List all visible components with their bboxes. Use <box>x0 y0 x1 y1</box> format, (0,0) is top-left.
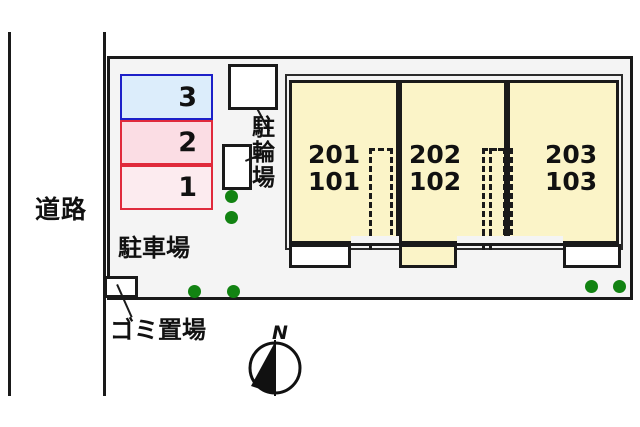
road-edge-left-line <box>8 32 11 396</box>
bicycle-parking-box-lower <box>222 144 252 190</box>
entrance-box-3 <box>563 244 621 268</box>
shrub-icon <box>188 285 201 298</box>
unit-number-103: 103 <box>545 167 598 196</box>
unit-number-203: 203 <box>545 140 598 169</box>
shrub-icon <box>613 280 626 293</box>
bicycle-parking-label: 駐輪場 <box>252 115 275 191</box>
parking-stall-3[interactable]: 3 <box>120 74 213 120</box>
building-unit-block-1[interactable] <box>289 80 399 244</box>
unit-number-102: 102 <box>409 167 462 196</box>
unit-number-201: 201 <box>308 140 361 169</box>
stair-outline-3 <box>489 148 513 244</box>
unit-label-block-3: 203 103 <box>545 141 597 195</box>
parking-stall-1[interactable]: 1 <box>120 165 213 210</box>
entrance-box-2 <box>399 244 457 268</box>
parking-stall-2-number: 2 <box>178 127 197 158</box>
road-edge-right-line <box>103 32 106 396</box>
unit-label-block-1: 201 101 <box>308 141 360 195</box>
garbage-area-label: ゴミ置場 <box>110 316 206 344</box>
road-label: 道路 <box>34 195 87 224</box>
compass-rose-icon <box>248 340 302 396</box>
building-base-notch-1 <box>351 236 399 246</box>
parking-stall-1-number: 1 <box>178 172 197 203</box>
unit-label-block-2: 202 102 <box>409 141 461 195</box>
parking-area-label: 駐車場 <box>118 234 190 262</box>
shrub-icon <box>225 211 238 224</box>
bicycle-parking-box-upper <box>228 64 278 110</box>
shrub-icon <box>227 285 240 298</box>
building-unit-block-3[interactable] <box>507 80 619 244</box>
shrub-icon <box>225 190 238 203</box>
compass-north-label: N <box>272 322 288 344</box>
unit-number-101: 101 <box>308 167 361 196</box>
unit-number-202: 202 <box>409 140 462 169</box>
parking-stall-2[interactable]: 2 <box>120 120 213 165</box>
entrance-box-1 <box>289 244 351 268</box>
stair-outline-1 <box>369 148 393 244</box>
parking-stall-3-number: 3 <box>178 81 197 113</box>
shrub-icon <box>585 280 598 293</box>
building-base-notch-2 <box>457 236 563 246</box>
